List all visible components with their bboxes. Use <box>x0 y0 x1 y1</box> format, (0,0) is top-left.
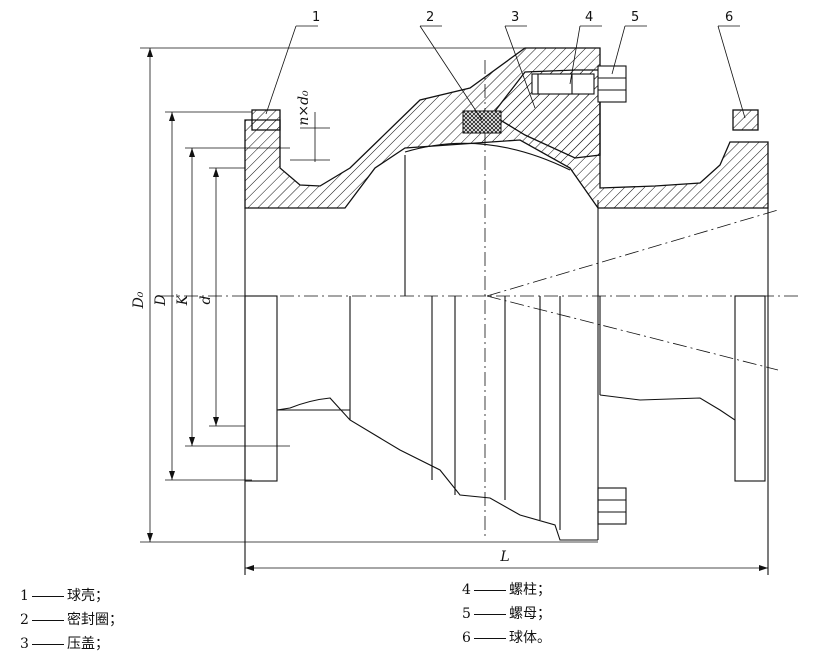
legend-text: 螺柱； <box>509 582 551 598</box>
dim-label-holes: n×d₀ <box>296 90 312 126</box>
dim-label-l: L <box>499 549 509 565</box>
dim-label-outer-d: D <box>153 294 169 306</box>
valve-drawing: D₀ D K d L n×d₀ 1 2 3 4 5 6 <box>131 10 800 575</box>
legend-text: 密封圈； <box>67 612 123 628</box>
callout-3: 3 <box>511 10 519 25</box>
legend-text: 螺母； <box>509 606 551 622</box>
callout-6: 6 <box>725 10 733 25</box>
dim-label-k: K <box>175 293 191 306</box>
legend-text: 球体。 <box>509 630 551 646</box>
dimension-arrows <box>147 48 768 571</box>
dim-label-bore-d: d <box>198 295 214 304</box>
ball-body-outline <box>404 142 599 540</box>
dimension-lines <box>140 47 768 569</box>
ball-shell <box>244 47 769 209</box>
callout-2: 2 <box>426 10 434 25</box>
callout-leaders <box>265 25 746 121</box>
seal-ring <box>462 110 502 134</box>
callout-1: 1 <box>312 10 320 25</box>
callout-5: 5 <box>631 10 639 25</box>
dim-label-d0: D₀ <box>131 291 147 309</box>
lower-outline <box>244 208 769 575</box>
stud-and-nut <box>531 65 627 525</box>
callout-4: 4 <box>585 10 593 25</box>
legend-text: 球壳； <box>67 588 109 604</box>
legend-text: 压盖； <box>67 636 109 652</box>
